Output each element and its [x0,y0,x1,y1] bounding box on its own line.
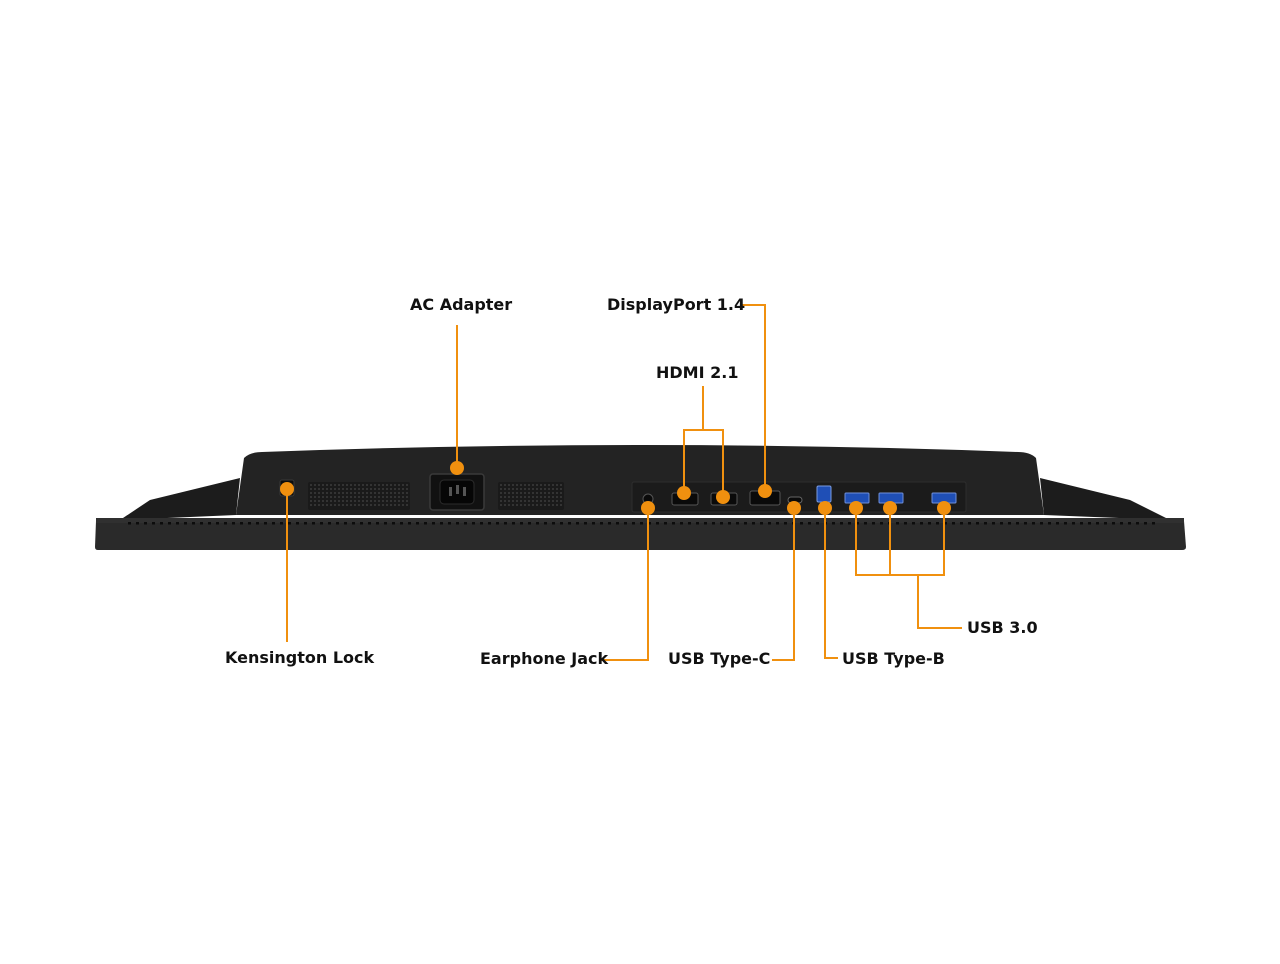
ac-inlet [429,473,485,511]
usb-type-b-label: USB Type-B [842,649,945,668]
callout-dot [450,461,464,475]
callout-dot [716,490,730,504]
callout-dot [818,501,832,515]
callout-dot [280,482,294,496]
ac-adapter-label: AC Adapter [410,295,513,314]
usb-3-0-label: USB 3.0 [967,618,1038,637]
callout-dot [883,501,897,515]
callout-dot [849,501,863,515]
earphone-jack-label: Earphone Jack [480,649,609,668]
callout-dot [677,486,691,500]
displayport-label: DisplayPort 1.4 [607,295,746,314]
callout-dot [758,484,772,498]
kensington-lock-label: Kensington Lock [225,648,375,667]
callout-dot [787,501,801,515]
bezel-vents [128,522,1155,525]
left-grille [308,482,564,510]
hdmi-label: HDMI 2.1 [656,363,739,382]
usb-type-c-label: USB Type-C [668,649,771,668]
callout-lines [286,304,962,661]
callout-dot [641,501,655,515]
callout-dots [280,461,951,515]
callout-dot [937,501,951,515]
